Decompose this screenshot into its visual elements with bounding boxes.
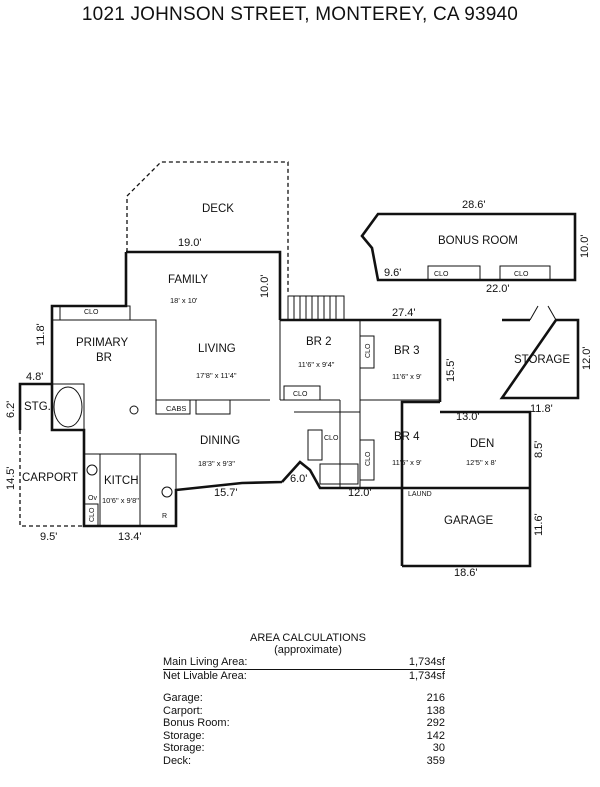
area-calculations: AREA CALCULATIONS (approximate) Main Liv… — [163, 632, 453, 767]
dim-br3-top: 27.4' — [392, 307, 416, 319]
area-subheading: (approximate) — [274, 644, 342, 656]
dim-stg-depth: 6.2' — [5, 401, 17, 418]
bonus-closet-1 — [427, 265, 481, 281]
dim-family-depth: 10.0' — [259, 274, 271, 298]
dim-br4-bottom: 12.0' — [348, 487, 372, 499]
bonus-room-walls — [360, 212, 577, 282]
dining-label: DINING — [200, 435, 240, 447]
primary-br-label-1: PRIMARY — [76, 337, 129, 349]
kitchen-size: 10'6" x 9'8" — [102, 496, 139, 505]
closet-primary — [59, 305, 131, 321]
area-heading: AREA CALCULATIONS — [250, 632, 366, 644]
area-row: Storage:30 — [163, 742, 445, 754]
den-size: 12'5" x 8' — [466, 458, 497, 467]
area-row: Garage:216 — [163, 692, 445, 704]
dim-storage-depth: 12.0' — [581, 346, 593, 370]
primary-br-label-2: BR — [96, 352, 112, 364]
stairs — [287, 295, 345, 321]
stg-label: STG. — [24, 401, 51, 413]
storage-door — [529, 305, 557, 321]
closet-br2 — [283, 385, 321, 401]
bath-closet-label: CLO — [324, 435, 339, 442]
br4-closet-label: CLO — [365, 451, 372, 466]
bonus-room-label: BONUS ROOM — [438, 235, 518, 247]
dim-den-width: 13.0' — [456, 411, 480, 423]
garage-label: GARAGE — [444, 515, 494, 527]
area-row: Carport:138 — [163, 704, 445, 717]
family-label: FAMILY — [168, 274, 208, 286]
dim-den-depth: 8.5' — [533, 441, 545, 458]
dim-br3-depth: 15.5' — [445, 358, 457, 382]
primary-closet-label: CLO — [84, 309, 99, 316]
dim-garage-depth: 11.6' — [533, 513, 545, 536]
dining-size: 18'3" x 9'3" — [198, 459, 235, 468]
closet-br3 — [359, 335, 375, 369]
page-title: 1021 JOHNSON STREET, MONTEREY, CA 93940 — [81, 4, 519, 25]
br2-closet-label: CLO — [293, 391, 308, 398]
den-label: DEN — [470, 438, 494, 450]
dim-bath-width: 6.0' — [290, 473, 307, 485]
bathtub-icon — [53, 386, 83, 428]
living-label: LIVING — [198, 343, 236, 355]
area-row: Bonus Room:292 — [163, 717, 445, 729]
bonus-closet-1-label: CLO — [434, 271, 449, 278]
dim-bonus-bottom: 22.0' — [486, 283, 510, 295]
cabs-label: CABS — [166, 404, 186, 413]
fridge-label: R — [162, 513, 167, 520]
dim-carport-depth: 14.5' — [5, 466, 17, 490]
living-size: 17'8" x 11'4" — [196, 371, 237, 380]
area-row: Main Living Area:1,734sf — [163, 656, 445, 670]
carport-label: CARPORT — [22, 472, 78, 484]
family-size: 18' x 10' — [170, 296, 198, 305]
area-row: Storage:142 — [163, 729, 445, 742]
bonus-closet-2-label: CLO — [514, 271, 529, 278]
dim-garage-width: 18.6' — [454, 567, 478, 579]
br2-label: BR 2 — [306, 336, 332, 348]
dim-carport-width: 9.5' — [40, 531, 57, 543]
deck-label: DECK — [202, 203, 234, 215]
dim-bonus-top: 28.6' — [462, 199, 486, 211]
br4-size: 11'6" x 9' — [392, 458, 422, 467]
br4-label: BR 4 — [394, 431, 420, 443]
fireplace-icon — [195, 399, 231, 415]
dim-primary-depth: 11.8' — [35, 323, 47, 346]
floor-plan: DECK FAMILY 18' x 10' PRIMARY BR LIVING … — [5, 161, 593, 579]
deck-outline — [126, 161, 289, 292]
closet-kitchen — [83, 503, 99, 527]
kitchen-closet-label: CLO — [89, 507, 96, 522]
main-outer-walls — [18, 250, 532, 568]
laund-label: LAUND — [408, 491, 432, 498]
carport-outline — [19, 430, 84, 527]
br2-size: 11'6" x 9'4" — [298, 360, 335, 369]
area-row: Net Livable Area:1,734sf — [163, 669, 445, 682]
dim-kitchen-width: 13.4' — [118, 531, 142, 543]
br3-size: 11'6" x 9' — [392, 372, 422, 381]
dim-bonus-depth: 10.0' — [579, 234, 591, 258]
dim-deck-width: 19.0' — [178, 237, 202, 249]
closet-bath — [307, 429, 323, 461]
dim-bonus-left: 9.6' — [384, 267, 401, 279]
cabinets — [155, 399, 191, 415]
storage-walls — [499, 318, 580, 400]
dim-stg-width: 4.8' — [26, 371, 43, 383]
dim-storage-width: 11.8' — [530, 403, 553, 415]
bonus-closet-2 — [499, 265, 551, 281]
br3-closet-label: CLO — [365, 343, 372, 358]
dim-dining-width: 15.7' — [214, 487, 238, 499]
oven-label: Ov — [88, 495, 97, 502]
area-row: Deck:359 — [163, 754, 445, 767]
sink-icon — [129, 405, 139, 415]
kitchen-label: KITCH — [104, 475, 139, 487]
closet-br4 — [359, 439, 375, 481]
storage-label: STORAGE — [514, 354, 570, 366]
stove-icon — [86, 464, 98, 476]
br3-label: BR 3 — [394, 345, 420, 357]
water-heater-icon — [161, 486, 173, 498]
bath-tub-2-icon — [319, 463, 359, 485]
